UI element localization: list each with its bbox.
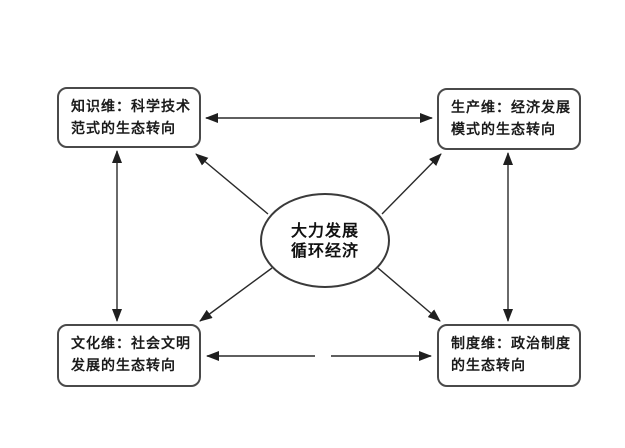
arrow-center-to-top-left [195, 153, 269, 215]
node-production-line1: 生产维：经济发展 [451, 100, 571, 116]
node-knowledge-dimension: 知识维：科学技术 范式的生态转向 [57, 87, 201, 148]
node-production-line2: 模式的生态转向 [451, 122, 556, 138]
node-knowledge-line2: 范式的生态转向 [71, 121, 176, 137]
node-institution-dimension: 制度维：政治制度 的生态转向 [437, 324, 581, 387]
center-ellipse-circular-economy: 大力发展 循环经济 [260, 193, 390, 288]
node-culture-line2: 发展的生态转向 [71, 358, 176, 374]
center-line1: 大力发展 [290, 220, 359, 240]
arrow-center-to-top-right [381, 153, 442, 215]
node-institution-line1: 制度维：政治制度 [451, 336, 571, 352]
node-culture-line1: 文化维：社会文明 [71, 336, 191, 352]
node-culture-dimension: 文化维：社会文明 发展的生态转向 [57, 324, 201, 387]
node-institution-line2: 的生态转向 [451, 358, 526, 374]
center-line2: 循环经济 [290, 240, 359, 260]
arrow-center-to-bottom-right [377, 267, 441, 322]
arrow-center-to-bottom-left [199, 267, 273, 322]
node-knowledge-line1: 知识维：科学技术 [71, 99, 191, 115]
node-production-dimension: 生产维：经济发展 模式的生态转向 [437, 88, 581, 150]
